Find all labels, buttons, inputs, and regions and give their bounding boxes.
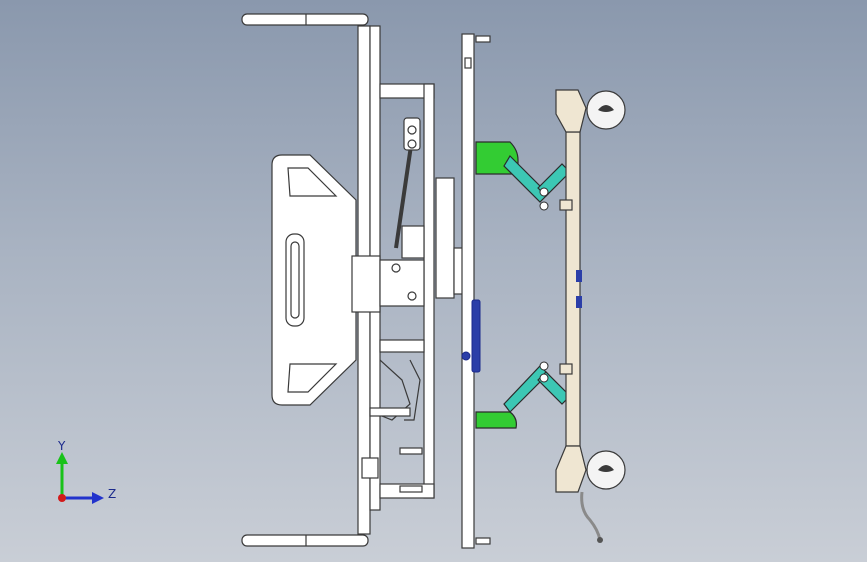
z-axis-label: Z [108, 487, 116, 501]
vertical-plate [461, 33, 475, 549]
tan-rail [565, 131, 581, 447]
piston-rod [394, 131, 415, 249]
blue-cylinder [471, 299, 481, 373]
x-axis-icon [58, 494, 66, 502]
axis-triad: Y Z [56, 439, 116, 504]
teal-arm-top-a [503, 155, 549, 203]
vacuum-hose [580, 491, 602, 541]
green-bracket-bottom [475, 411, 517, 429]
top-handle-bar [241, 13, 369, 26]
teal-arm-bottom-a [503, 365, 549, 413]
bottom-handle-bar [241, 534, 369, 547]
bearing-disc [435, 177, 455, 299]
handle-plate [271, 154, 357, 406]
y-axis-label: Y [57, 439, 66, 453]
center-hub [351, 255, 381, 313]
